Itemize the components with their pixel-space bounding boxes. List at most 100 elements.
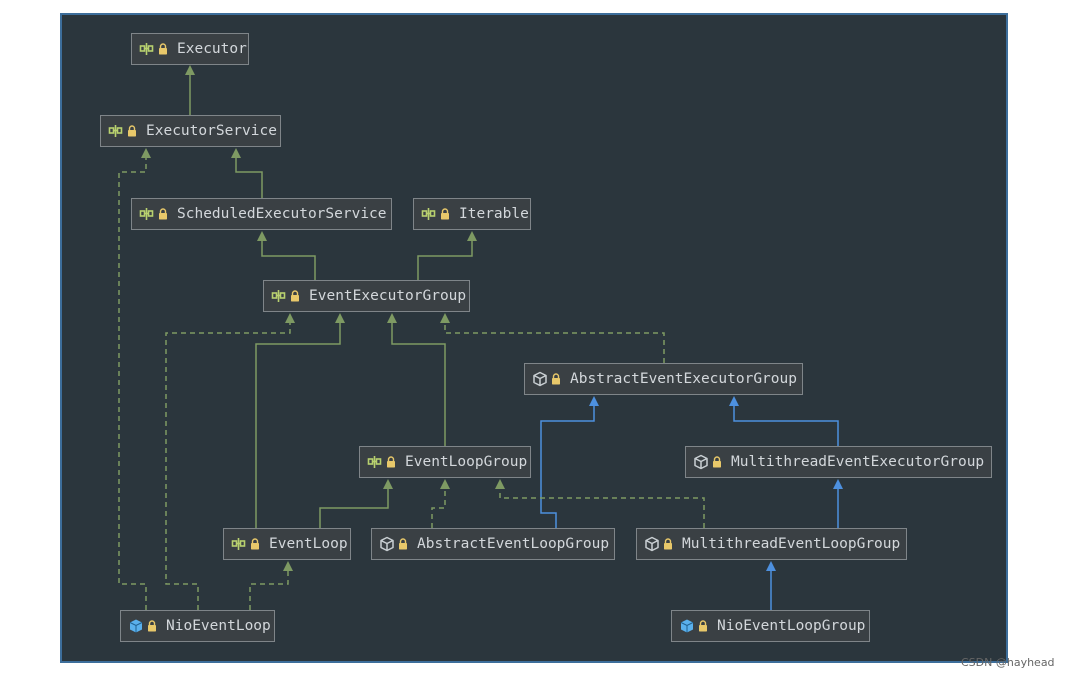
edge-nio-event-loop-to-event-executor-group	[165, 313, 295, 610]
node-label: ExecutorService	[146, 123, 277, 139]
arrowhead	[440, 479, 450, 489]
edge-executor-service-to-executor	[185, 65, 195, 115]
arrowhead	[185, 65, 195, 75]
arrowhead	[283, 561, 293, 571]
node-event-loop-group[interactable]: EventLoopGroup	[359, 446, 531, 478]
arrowhead	[285, 313, 295, 323]
interface-icon	[367, 454, 383, 470]
arrowhead	[495, 479, 505, 489]
lock-icon	[158, 43, 168, 55]
edge-line	[431, 488, 446, 528]
edge-nio-event-loop-to-executor-service	[118, 148, 151, 610]
node-label: NioEventLoop	[166, 618, 271, 634]
node-event-executor-group[interactable]: EventExecutorGroup	[263, 280, 470, 312]
edge-nio-event-loop-group-to-multithread-event-loop-group	[766, 561, 776, 610]
edge-line	[319, 488, 389, 528]
lock-icon	[250, 538, 260, 550]
edge-line	[733, 405, 839, 446]
abstract-class-icon	[379, 536, 395, 552]
abstract-class-icon	[644, 536, 660, 552]
lock-icon	[386, 456, 396, 468]
edge-multithread-event-loop-group-to-event-loop-group	[495, 479, 705, 528]
node-label: EventExecutorGroup	[309, 288, 467, 304]
interface-icon	[231, 536, 247, 552]
node-nio-event-loop-group[interactable]: NioEventLoopGroup	[671, 610, 870, 642]
node-label: AbstractEventExecutorGroup	[570, 371, 797, 387]
edge-abstract-event-loop-group-to-abstract-event-executor-group	[540, 396, 599, 528]
edge-line	[255, 322, 341, 528]
edge-event-loop-to-event-loop-group	[319, 479, 393, 528]
node-executor-service[interactable]: ExecutorService	[100, 115, 281, 147]
edge-line	[249, 570, 289, 610]
node-label: ScheduledExecutorService	[177, 206, 387, 222]
lock-icon	[698, 620, 708, 632]
edge-line	[261, 240, 316, 280]
lock-icon	[147, 620, 157, 632]
node-iterable[interactable]: Iterable	[413, 198, 531, 230]
node-multithread-event-executor-group[interactable]: MultithreadEventExecutorGroup	[685, 446, 992, 478]
edge-line	[118, 157, 147, 610]
node-label: AbstractEventLoopGroup	[417, 536, 610, 552]
edge-line	[391, 322, 446, 446]
node-label: NioEventLoopGroup	[717, 618, 866, 634]
lock-icon	[127, 125, 137, 137]
edge-line	[444, 322, 665, 363]
interface-icon	[108, 123, 124, 139]
interface-icon	[271, 288, 287, 304]
node-abstract-event-loop-group[interactable]: AbstractEventLoopGroup	[371, 528, 615, 560]
class-icon	[679, 618, 695, 634]
abstract-class-icon	[532, 371, 548, 387]
edge-multithread-event-executor-group-to-abstract-event-executor-group	[729, 396, 839, 446]
edge-line	[165, 322, 291, 610]
edge-abstract-event-loop-group-to-event-loop-group	[431, 479, 450, 528]
arrowhead	[383, 479, 393, 489]
edge-scheduled-executor-service-to-executor-service	[231, 148, 263, 198]
arrowhead	[589, 396, 599, 406]
arrowhead	[729, 396, 739, 406]
lock-icon	[158, 208, 168, 220]
lock-icon	[440, 208, 450, 220]
edge-event-executor-group-to-scheduled-executor-service	[257, 231, 316, 280]
abstract-class-icon	[693, 454, 709, 470]
edge-line	[540, 405, 595, 528]
node-label: Iterable	[459, 206, 529, 222]
edge-event-loop-group-to-event-executor-group	[387, 313, 446, 446]
node-multithread-event-loop-group[interactable]: MultithreadEventLoopGroup	[636, 528, 907, 560]
arrowhead	[387, 313, 397, 323]
edge-line	[499, 488, 705, 528]
lock-icon	[663, 538, 673, 550]
interface-icon	[139, 206, 155, 222]
lock-icon	[398, 538, 408, 550]
watermark: CSDN @hayhead	[961, 656, 1055, 669]
interface-icon	[421, 206, 437, 222]
edge-nio-event-loop-to-event-loop	[249, 561, 293, 610]
node-label: MultithreadEventExecutorGroup	[731, 454, 985, 470]
node-label: Executor	[177, 41, 247, 57]
node-abstract-event-executor-group[interactable]: AbstractEventExecutorGroup	[524, 363, 803, 395]
lock-icon	[551, 373, 561, 385]
class-icon	[128, 618, 144, 634]
arrowhead	[833, 479, 843, 489]
arrowhead	[257, 231, 267, 241]
edge-multithread-event-loop-group-to-multithread-event-executor-group	[833, 479, 843, 528]
node-nio-event-loop[interactable]: NioEventLoop	[120, 610, 275, 642]
edge-event-executor-group-to-iterable	[417, 231, 477, 280]
node-executor[interactable]: Executor	[131, 33, 249, 65]
interface-icon	[139, 41, 155, 57]
edge-line	[417, 240, 473, 280]
node-label: MultithreadEventLoopGroup	[682, 536, 901, 552]
edge-abstract-event-executor-group-to-event-executor-group	[440, 313, 665, 363]
arrowhead	[231, 148, 241, 158]
node-label: EventLoop	[269, 536, 348, 552]
node-scheduled-executor-service[interactable]: ScheduledExecutorService	[131, 198, 392, 230]
arrowhead	[335, 313, 345, 323]
lock-icon	[712, 456, 722, 468]
edge-event-loop-to-event-executor-group	[255, 313, 345, 528]
edge-line	[235, 157, 263, 198]
arrowhead	[766, 561, 776, 571]
node-event-loop[interactable]: EventLoop	[223, 528, 351, 560]
arrowhead	[467, 231, 477, 241]
arrowhead	[440, 313, 450, 323]
lock-icon	[290, 290, 300, 302]
